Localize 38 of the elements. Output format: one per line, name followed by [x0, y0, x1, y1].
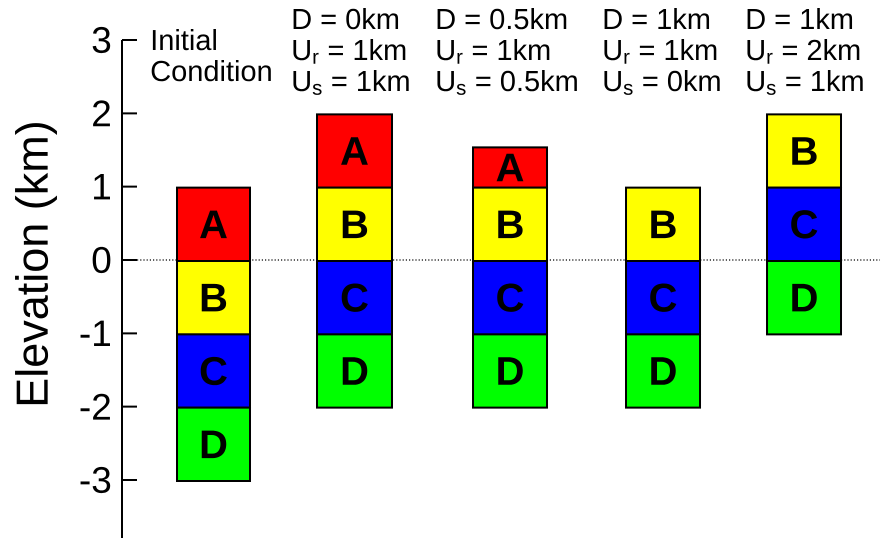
condition-label: D = 1km	[604, 8, 710, 29]
layer-box: D	[472, 333, 548, 409]
layer-box: D	[766, 260, 842, 336]
tick-label: -3	[80, 466, 110, 494]
layer-box: A	[176, 186, 251, 262]
layer-box: C	[176, 333, 251, 409]
condition-label: U$_{s}$ = 0km	[604, 70, 720, 95]
layer-box: A	[472, 146, 548, 189]
condition-label: D = 0km	[294, 8, 398, 30]
axis-title: Elevation (km)	[15, 123, 57, 404]
condition-label: U$_{r}$ = 1km	[293, 38, 406, 64]
tick-label: -2	[80, 394, 110, 420]
layer-box: B	[625, 186, 701, 262]
layer-box: C	[472, 260, 548, 336]
layer-box: D	[316, 333, 393, 409]
layer-box: B	[176, 260, 251, 336]
condition-label: U$_{s}$ = 0.5km	[437, 70, 577, 95]
tick-label: 0	[92, 246, 110, 274]
condition-label: U$_{r}$ = 2km	[747, 38, 860, 64]
tick-label: 3	[92, 26, 110, 54]
condition-label: D = 0.5km	[438, 8, 566, 30]
condition-label: Initial Condition	[152, 29, 271, 82]
layer-box: B	[316, 186, 393, 262]
layer-box: B	[472, 186, 548, 262]
tick-label: 1	[94, 174, 110, 200]
layer-box: C	[316, 260, 393, 336]
condition-label: U$_{r}$ = 1km	[437, 38, 550, 64]
layer-box: C	[625, 260, 701, 336]
layer-box: D	[625, 333, 701, 409]
layer-box: A	[316, 113, 393, 189]
tick-label: -1	[80, 320, 110, 346]
condition-label: D = 1km	[748, 8, 852, 29]
layer-box: D	[176, 406, 251, 482]
layer-box: C	[766, 186, 842, 262]
condition-label: U$_{s}$ = 1km	[293, 70, 409, 95]
condition-label: U$_{r}$ = 1km	[604, 38, 716, 64]
layer-box: B	[766, 113, 842, 189]
tick-label: 2	[93, 100, 110, 126]
